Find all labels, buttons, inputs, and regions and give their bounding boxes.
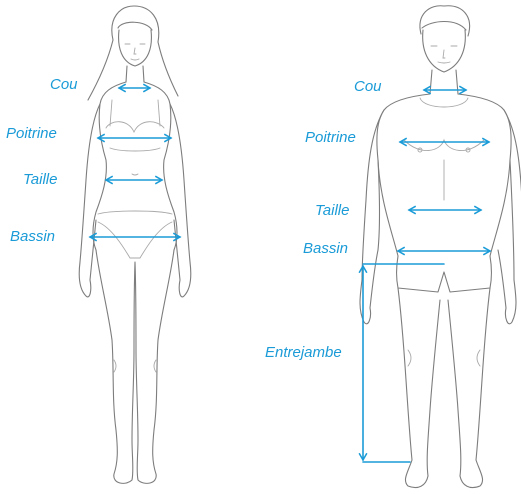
male-chest-detail	[404, 98, 484, 200]
male-chest-label: Poitrine	[305, 130, 356, 145]
female-left-arm	[79, 104, 100, 297]
male-legs	[398, 288, 490, 488]
male-hip-label: Bassin	[303, 241, 348, 256]
female-figure	[79, 6, 191, 483]
female-top	[106, 100, 164, 151]
female-legs	[96, 250, 174, 483]
male-neck-label: Cou	[354, 79, 382, 94]
female-hair	[88, 6, 178, 100]
female-torso	[93, 82, 177, 250]
female-neck	[126, 66, 144, 82]
female-face	[125, 44, 145, 60]
female-neck-label: Cou	[50, 77, 78, 92]
male-shorts	[397, 256, 492, 292]
female-waist-label: Taille	[23, 172, 57, 187]
male-face	[431, 46, 457, 63]
female-hip-label: Bassin	[10, 229, 55, 244]
male-inseam-bracket	[363, 264, 444, 462]
female-chest-label: Poitrine	[6, 126, 57, 141]
male-right-arm	[498, 110, 521, 324]
female-briefs	[98, 211, 172, 258]
male-waist-label: Taille	[315, 203, 349, 218]
male-inseam-label: Entrejambe	[265, 345, 342, 360]
male-figure	[360, 6, 521, 488]
male-hair	[420, 6, 470, 36]
female-right-arm	[170, 104, 191, 297]
